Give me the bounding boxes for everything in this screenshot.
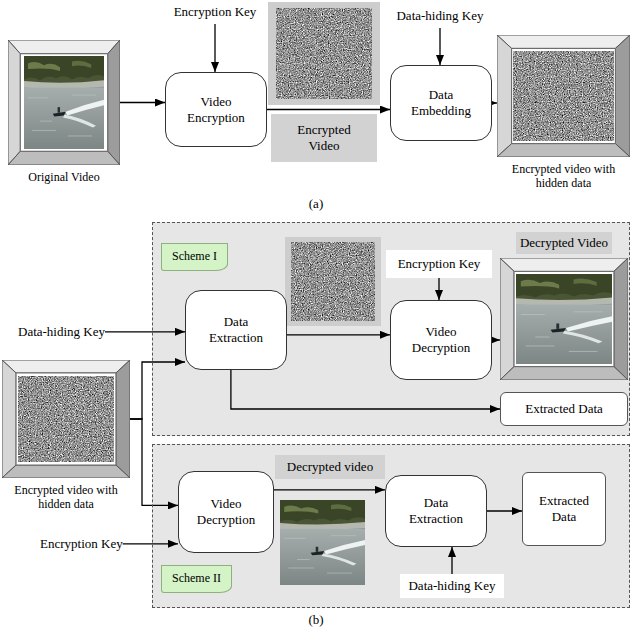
flow-arrow: [123, 543, 178, 544]
scheme-note: Scheme I: [161, 243, 228, 271]
encrypted-frame-image: [513, 51, 614, 141]
output-label: Extracted Data: [531, 493, 597, 524]
scheme-region: Scheme II Decrypted videoVideo Decryption…: [152, 444, 630, 608]
label-holder: (b): [296, 612, 336, 628]
key-text: Encryption Key: [40, 536, 123, 552]
process-box: Data Extraction: [185, 290, 287, 370]
region-fill: [152, 222, 630, 436]
encrypted-frame-image: [291, 242, 375, 321]
frame-caption: Decrypted Video: [516, 232, 612, 254]
image-panel: [268, 2, 380, 105]
flow-arrow: [274, 489, 385, 490]
key-text: Data-hiding Key: [390, 8, 490, 28]
flow-arrow: [130, 362, 185, 419]
key-label: Data-hiding Key: [18, 324, 105, 340]
video-frame-image: [516, 274, 612, 364]
caption-label: Decrypted video: [287, 459, 373, 475]
scheme-note: Scheme II: [161, 565, 232, 593]
flow-arrow: [105, 331, 185, 332]
region-fill: [152, 444, 630, 608]
process-box: Video Decryption: [178, 471, 274, 553]
key-box: Encryption Key: [386, 250, 492, 278]
flow-arrow: [267, 109, 390, 110]
flow-arrow: [130, 419, 178, 505]
key-box: Data-hiding Key: [400, 574, 504, 598]
process-label: Data Extraction: [402, 495, 470, 526]
output-box: Extracted Data: [522, 472, 606, 546]
figure-label: (a): [296, 196, 336, 212]
video-frame-bevel: [500, 258, 628, 380]
caption-label: Encrypted Video: [289, 122, 359, 153]
frame-caption: Encrypted video with hidden data: [2, 483, 130, 512]
video-frame-image: [24, 56, 104, 149]
flow-arrow: [287, 334, 390, 335]
flow-arrow: [451, 547, 452, 574]
flow-arrow: [487, 510, 522, 511]
video-frame-bevel: [497, 35, 630, 157]
key-text: Data-hiding Key: [18, 324, 105, 340]
video-frame-bevel: [8, 40, 120, 165]
image-panel: [285, 237, 381, 326]
key-text: Encryption Key: [165, 4, 265, 24]
process-box: Video Decryption: [390, 300, 492, 380]
process-label: Data Embedding: [407, 87, 475, 118]
flow-arrow: [439, 28, 440, 65]
flow-arrow: [214, 24, 215, 72]
process-box: Data Extraction: [385, 475, 487, 547]
caption-box: Decrypted video: [275, 455, 385, 479]
key-label: Encryption Key: [40, 536, 123, 552]
flow-arrow: [492, 102, 497, 103]
connector-group: [105, 24, 522, 574]
key-label: Data-hiding Key: [408, 578, 495, 594]
figure-label: (b): [296, 612, 336, 628]
process-label: Video Encryption: [182, 94, 250, 125]
process-label: Video Decryption: [407, 324, 475, 355]
video-frame: Original Video: [8, 40, 120, 165]
key-label: Encryption Key: [398, 256, 481, 272]
flow-arrow: [120, 102, 165, 103]
caption-box: Encrypted Video: [271, 114, 377, 162]
process-box: Data Embedding: [390, 65, 492, 141]
key-label: Data-hiding Key: [390, 8, 490, 24]
video-frame-image: [280, 500, 365, 585]
output-label: Extracted Data: [525, 401, 603, 417]
video-frame: Encrypted video with hidden data: [2, 360, 130, 478]
encrypted-frame-image: [276, 8, 372, 99]
flow-arrow: [492, 339, 500, 340]
process-box: Video Encryption: [165, 72, 267, 147]
frame-caption: Original Video: [4, 170, 124, 184]
process-label: Data Extraction: [202, 314, 270, 345]
scheme-region: Scheme IEncryption KeyDecrypted VideoDat…: [152, 222, 630, 436]
video-frame: Decrypted Video: [500, 258, 628, 380]
video-frame: Encrypted video with hidden data: [497, 35, 630, 157]
video-frame-bevel: [2, 360, 130, 478]
label-holder: (a): [296, 196, 336, 212]
process-label: Video Decryption: [195, 496, 257, 527]
key-label: Encryption Key: [165, 4, 265, 20]
output-box: Extracted Data: [500, 392, 628, 426]
frame-caption: Encrypted video with hidden data: [501, 162, 627, 191]
encrypted-frame-image: [18, 376, 114, 462]
flow-arrow: [438, 278, 439, 300]
